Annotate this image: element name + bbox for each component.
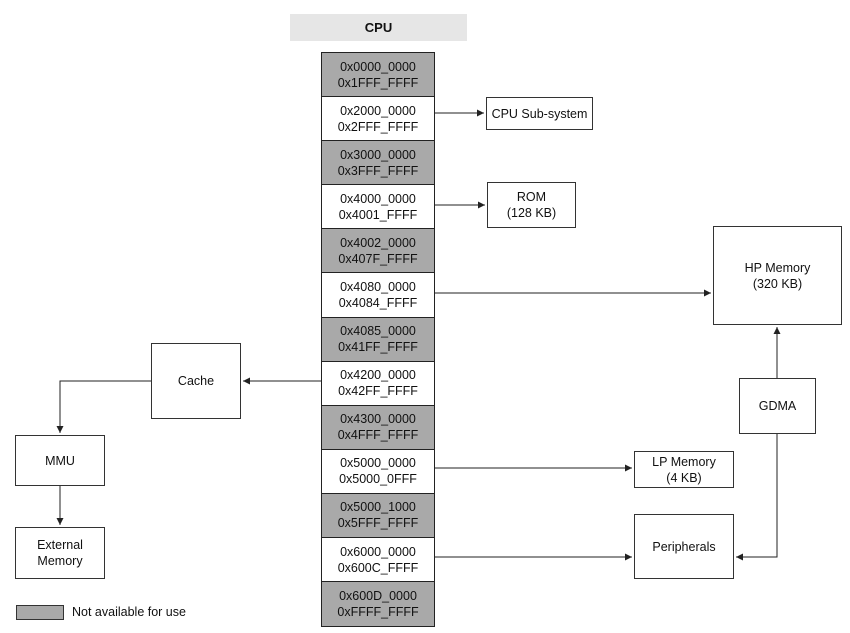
region-end-address: 0x600C_FFFF (337, 560, 419, 575)
region-start-address: 0x3000_0000 (340, 147, 416, 162)
arrow-cache-to-mmu (56, 380, 151, 433)
region-end-address: 0x5000_0FFF (339, 472, 417, 487)
legend-swatch (16, 605, 64, 620)
external-memory-label-2: Memory (37, 554, 83, 568)
hp-memory-size: (320 KB) (752, 276, 803, 291)
region-end-address: 0x407F_FFFF (338, 251, 418, 266)
external-memory-block: External Memory (15, 527, 105, 579)
region-start-address: 0x4300_0000 (340, 412, 416, 427)
region-start-address: 0x5000_0000 (340, 456, 416, 471)
peripherals-block: Peripherals (634, 514, 734, 579)
external-memory-label-1: External (37, 538, 83, 552)
region-end-address: 0x1FFF_FFFF (337, 75, 419, 90)
region-start-address: 0x0000_0000 (340, 59, 416, 74)
region-end-address: 0x4FFF_FFFF (337, 428, 419, 443)
hp-memory-label: HP Memory (744, 260, 811, 275)
lp-memory-label: LP Memory (652, 454, 716, 469)
region-end-address: 0xFFFF_FFFF (337, 605, 419, 620)
cpu-header: CPU (290, 14, 467, 41)
hp-memory-block: HP Memory (320 KB) (713, 226, 842, 325)
region-end-address: 0x4001_FFFF (338, 207, 418, 222)
lp-memory-size: (4 KB) (666, 470, 702, 485)
cache-block: Cache (151, 343, 241, 419)
rom-label: ROM (516, 190, 547, 204)
region-start-address: 0x6000_0000 (340, 544, 416, 559)
rom-size: (128 KB) (506, 206, 557, 220)
gdma-label: GDMA (758, 399, 797, 413)
lp-memory-block: LP Memory (4 KB) (634, 451, 734, 488)
region-start-address: 0x4200_0000 (340, 368, 416, 383)
region-start-address: 0x4002_0000 (340, 235, 416, 250)
region-start-address: 0x4000_0000 (340, 191, 416, 206)
region-start-address: 0x2000_0000 (340, 103, 416, 118)
region-end-address: 0x42FF_FFFF (338, 384, 418, 399)
cache-label: Cache (177, 374, 215, 388)
mmu-label: MMU (45, 453, 75, 468)
region-start-address: 0x5000_1000 (340, 500, 416, 515)
peripherals-label: Peripherals (652, 539, 716, 554)
region-end-address: 0x3FFF_FFFF (337, 163, 419, 178)
cpu-subsystem-block: CPU Sub-system (486, 97, 593, 130)
region-end-address: 0x4084_FFFF (338, 296, 418, 311)
region-start-address: 0x600D_0000 (339, 589, 417, 604)
gdma-block: GDMA (739, 378, 816, 434)
arrow-gdma-to-peripherals (736, 434, 778, 561)
rom-block: ROM (128 KB) (487, 182, 576, 228)
region-end-address: 0x2FFF_FFFF (337, 119, 419, 134)
legend-label: Not available for use (72, 605, 186, 619)
region-start-address: 0x4080_0000 (340, 280, 416, 295)
region-start-address: 0x4085_0000 (340, 324, 416, 339)
cpu-subsystem-label: CPU Sub-system (491, 106, 588, 121)
region-end-address: 0x41FF_FFFF (338, 340, 418, 355)
region-end-address: 0x5FFF_FFFF (337, 516, 419, 531)
mmu-block: MMU (15, 435, 105, 486)
